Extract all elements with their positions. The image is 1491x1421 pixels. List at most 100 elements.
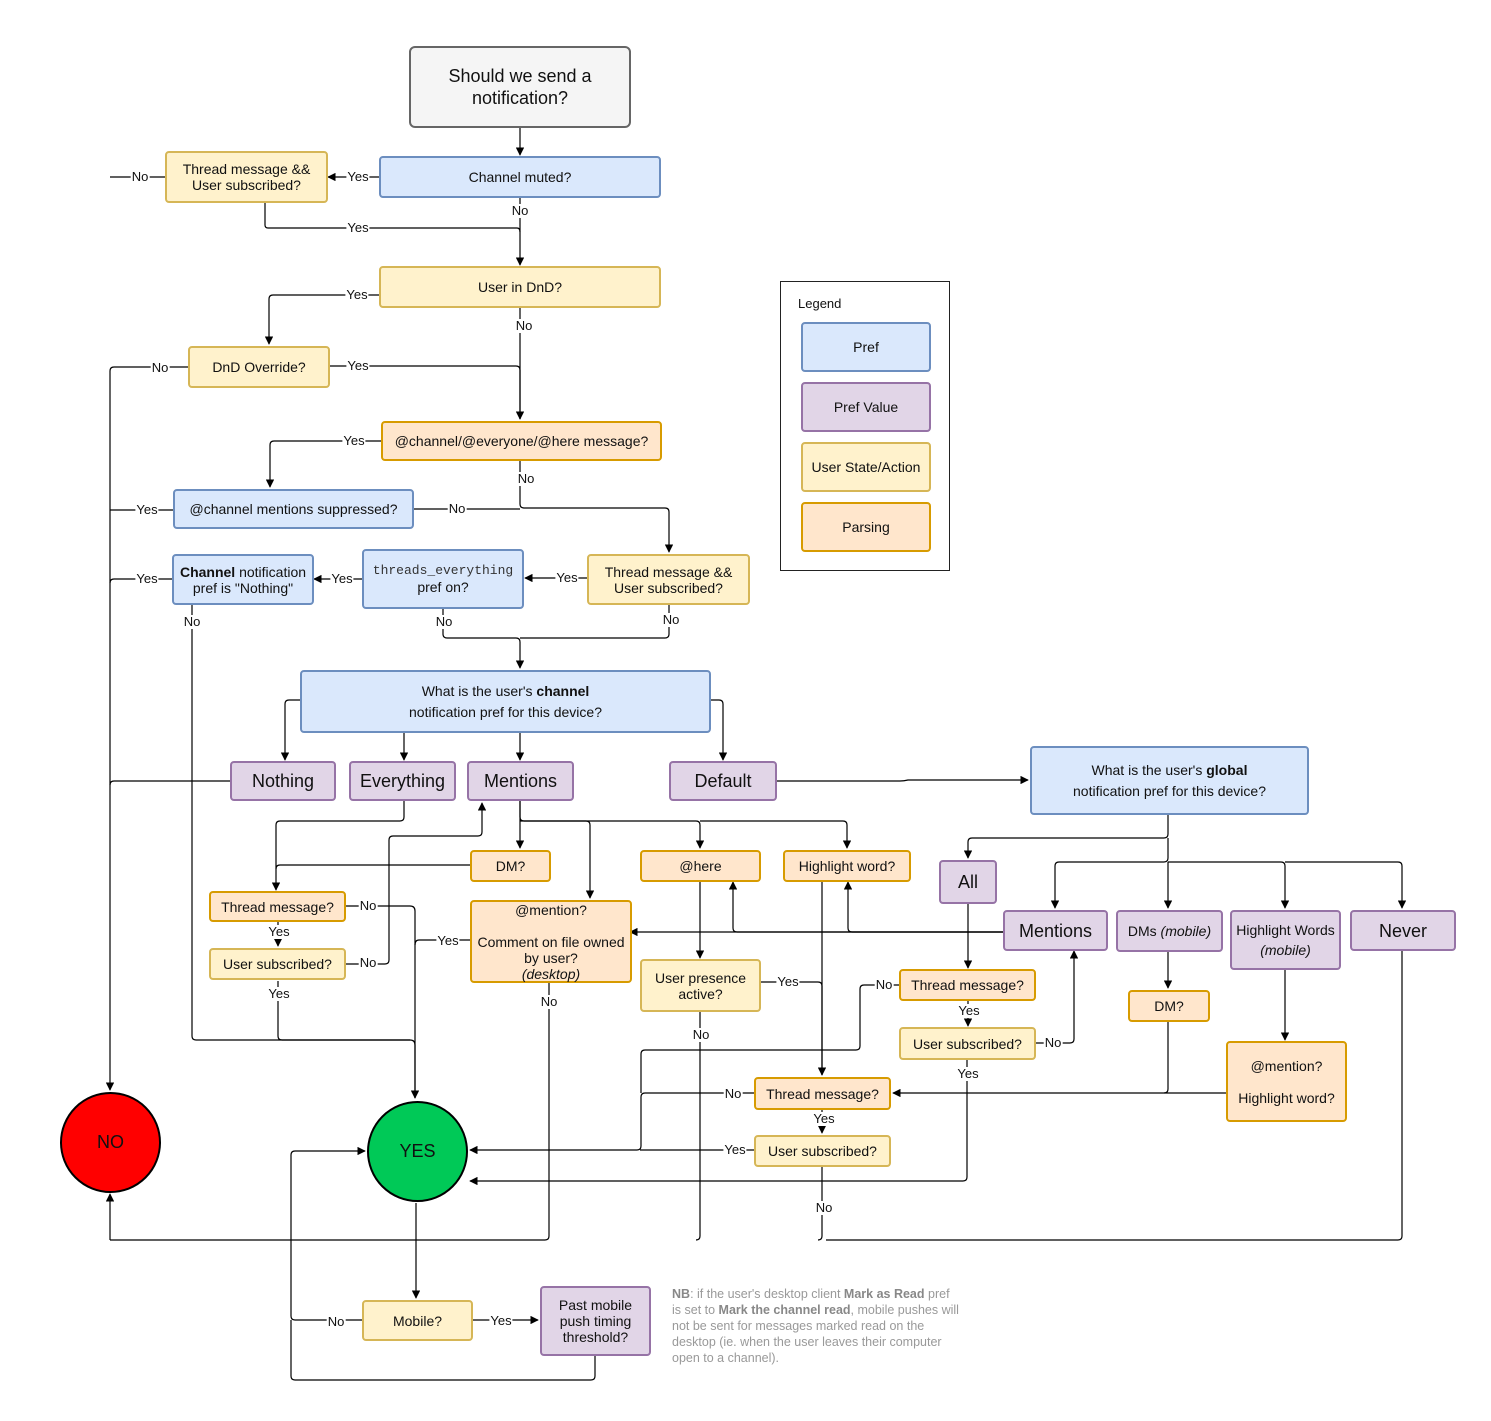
edge-past-back bbox=[290, 1320, 596, 1381]
global-dms-text: DMs bbox=[1127, 923, 1157, 939]
channel-pref-nothing-node: Channel notification pref is "Nothing" bbox=[172, 554, 314, 605]
legend-parsing-text: Parsing bbox=[842, 519, 890, 535]
edge-global-highlight bbox=[1168, 861, 1290, 909]
label-yes: Yes bbox=[489, 1313, 513, 1328]
global-pref-question-line2: notification pref for this device? bbox=[1073, 783, 1266, 799]
label-no: No bbox=[150, 360, 170, 375]
edge-threadseverything-no bbox=[442, 609, 525, 669]
label-yes: Yes bbox=[555, 570, 579, 585]
yes-terminal-text: YES bbox=[399, 1141, 436, 1161]
user-subscribed-right-node: User subscribed? bbox=[899, 1027, 1036, 1060]
threads-everything-suffix: pref on? bbox=[417, 579, 469, 595]
user-subscribed-left-node: User subscribed? bbox=[209, 948, 346, 980]
user-subscribed-bottom-node: User subscribed? bbox=[754, 1135, 891, 1167]
global-never-text: Never bbox=[1378, 920, 1427, 941]
label-yes: Yes bbox=[267, 986, 291, 1001]
mention-highlight-line2: Highlight word? bbox=[1238, 1089, 1335, 1106]
mention-file-line1: @mention? bbox=[515, 901, 587, 918]
mention-highlight-node: @mention? Highlight word? bbox=[1226, 1041, 1347, 1122]
label-no: No bbox=[661, 612, 681, 627]
label-no: No bbox=[358, 955, 378, 970]
edge-thread-top-yes bbox=[264, 202, 525, 266]
label-no: No bbox=[539, 994, 559, 1009]
legend-user-state: User State/Action bbox=[801, 442, 931, 492]
legend-parsing: Parsing bbox=[801, 502, 931, 552]
legend-pref: Pref bbox=[801, 322, 931, 372]
edge-pref-nothing bbox=[280, 699, 300, 761]
user-subscribed-right-text: User subscribed? bbox=[913, 1035, 1022, 1052]
global-highlight-text: Highlight Words bbox=[1236, 922, 1335, 938]
label-yes: Yes bbox=[436, 933, 460, 948]
label-no: No bbox=[130, 169, 150, 184]
edge-dm-thread bbox=[275, 864, 470, 870]
edge-gmentions-here bbox=[728, 881, 1003, 933]
note-nb: NB bbox=[672, 1287, 691, 1301]
channel-pref-nothing-line1: Channel notification bbox=[180, 564, 306, 580]
start-text: Should we send a notification? bbox=[448, 66, 592, 108]
channel-pref-nothing-rest1: notification bbox=[235, 563, 307, 580]
highlight-word-node: Highlight word? bbox=[783, 850, 911, 882]
global-dms-node: DMs (mobile) bbox=[1116, 910, 1223, 952]
label-no: No bbox=[510, 203, 530, 218]
option-nothing-node: Nothing bbox=[230, 761, 336, 801]
footnote: NB: if the user's desktop client Mark as… bbox=[672, 1286, 962, 1366]
at-here-text: @here bbox=[679, 858, 722, 874]
note-bold-1: Mark as Read bbox=[843, 1287, 925, 1301]
edge-default-global bbox=[777, 775, 1029, 785]
edge-global-mentions bbox=[1050, 838, 1169, 909]
channel-pref-question-line2: notification pref for this device? bbox=[409, 704, 602, 720]
option-everything-node: Everything bbox=[349, 761, 456, 801]
mention-file-line2: Comment on file owned by user? bbox=[477, 933, 625, 966]
edge-mentions-here bbox=[520, 820, 705, 849]
user-presence-node: User presence active? bbox=[640, 959, 761, 1012]
option-everything-text: Everything bbox=[359, 771, 446, 791]
thread-message-right-text: Thread message? bbox=[911, 977, 1024, 993]
edge-atchannel-no bbox=[519, 461, 674, 553]
thread-subscribed-mid-text: Thread message && User subscribed? bbox=[604, 563, 733, 596]
dm-right-text: DM? bbox=[1154, 998, 1184, 1014]
label-no: No bbox=[514, 318, 534, 333]
global-pref-question-pre: What is the user's bbox=[1091, 762, 1207, 778]
legend-pref-value-text: Pref Value bbox=[833, 399, 899, 415]
label-yes: Yes bbox=[267, 924, 291, 939]
mention-file-line3: (desktop) bbox=[521, 965, 581, 982]
edge-gmentions-highlight bbox=[843, 881, 1003, 933]
edge-nothing-no bbox=[109, 780, 230, 786]
thread-subscribed-mid-node: Thread message && User subscribed? bbox=[587, 554, 750, 605]
edge-threadmid-no bbox=[520, 605, 670, 639]
global-pref-question-line1: What is the user's global bbox=[1092, 762, 1248, 778]
past-mobile-text: Past mobile push timing threshold? bbox=[558, 1297, 633, 1345]
option-default-node: Default bbox=[669, 761, 777, 801]
label-yes: Yes bbox=[723, 1142, 747, 1157]
edge-pref-default bbox=[711, 699, 728, 761]
label-yes: Yes bbox=[345, 287, 369, 302]
edge-threadright-no bbox=[640, 984, 899, 1093]
channel-pref-question-node: What is the user's channel notification … bbox=[300, 670, 711, 733]
label-no: No bbox=[814, 1200, 834, 1215]
label-yes: Yes bbox=[135, 571, 159, 586]
edge-atchannel-yes bbox=[265, 440, 381, 488]
edge-subright-yes bbox=[469, 1060, 968, 1186]
channel-pref-question-bold: channel bbox=[536, 683, 590, 699]
global-pref-question-node: What is the user's global notification p… bbox=[1030, 746, 1309, 815]
edge-mention-no bbox=[110, 983, 550, 1241]
thread-message-right-node: Thread message? bbox=[899, 969, 1036, 1001]
edge-global-all bbox=[963, 815, 1169, 859]
user-subscribed-bottom-text: User subscribed? bbox=[768, 1143, 877, 1159]
at-here-node: @here bbox=[640, 850, 761, 882]
label-no: No bbox=[434, 614, 454, 629]
thread-message-bottom-text: Thread message? bbox=[766, 1085, 879, 1102]
label-yes: Yes bbox=[346, 169, 370, 184]
global-all-node: All bbox=[939, 860, 997, 904]
label-yes: Yes bbox=[776, 974, 800, 989]
dm-right-node: DM? bbox=[1128, 990, 1210, 1022]
edge-channothing-yes bbox=[109, 578, 172, 584]
global-highlight-node: Highlight Words (mobile) bbox=[1230, 910, 1341, 970]
edge-dnd-yes bbox=[264, 294, 380, 345]
legend: Legend Pref Pref Value User State/Action… bbox=[780, 281, 950, 571]
option-nothing-text: Nothing bbox=[251, 771, 315, 791]
yes-terminal: YES bbox=[367, 1101, 468, 1202]
mobile-text: Mobile? bbox=[392, 1312, 443, 1329]
label-no: No bbox=[447, 501, 467, 516]
